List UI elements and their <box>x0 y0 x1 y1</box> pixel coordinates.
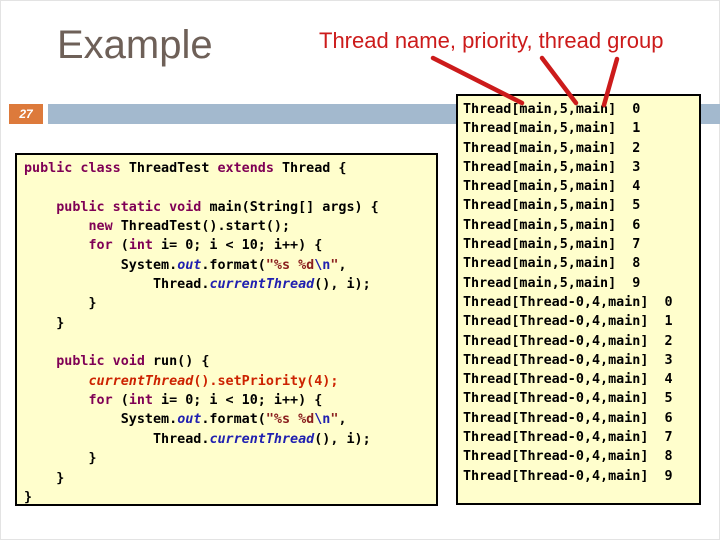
code-line: Thread.currentThread(), i); <box>24 277 371 293</box>
code-line: Thread.currentThread(), i); <box>24 431 371 447</box>
code-line: System.out.format("%s %d\n", <box>24 257 347 273</box>
output-line: Thread[main,5,main] 9 <box>463 275 641 291</box>
slide-title: Example <box>57 23 213 67</box>
output-line: Thread[Thread-0,4,main] 1 <box>463 314 673 330</box>
code-line: for (int i= 0; i < 10; i++) { <box>88 238 323 254</box>
code-line: public class ThreadTest extends Thread { <box>24 161 347 176</box>
code-line: } <box>24 451 97 467</box>
output-line: Thread[main,5,main] 5 <box>463 198 641 214</box>
output-line: Thread[main,5,main] 6 <box>463 217 641 233</box>
annotation-label: Thread name, priority, thread group <box>319 28 664 53</box>
output-line: Thread[main,5,main] 0 <box>463 102 641 117</box>
code-line: System.out.format("%s %d\n", <box>24 412 347 428</box>
output-line: Thread[Thread-0,4,main] 8 <box>463 449 673 465</box>
code-line: } <box>24 470 65 486</box>
code-line: new ThreadTest().start(); <box>88 219 291 235</box>
page-number: 27 <box>19 107 33 121</box>
output-line: Thread[Thread-0,4,main] 5 <box>463 391 673 407</box>
page-number-badge: 27 <box>9 104 43 124</box>
output-line: Thread[Thread-0,4,main] 4 <box>463 372 673 388</box>
output-line: Thread[main,5,main] 8 <box>463 256 641 272</box>
console-output-block: Thread[main,5,main] 0 Thread[main,5,main]… <box>456 94 701 505</box>
code-line: public void run() { <box>56 354 210 370</box>
output-line: Thread[main,5,main] 2 <box>463 140 641 156</box>
output-line: Thread[Thread-0,4,main] 2 <box>463 333 673 349</box>
output-line: Thread[Thread-0,4,main] 9 <box>463 468 673 484</box>
code-line <box>24 333 436 352</box>
code-line: } <box>24 489 33 505</box>
code-line: currentThread().setPriority(4); <box>88 373 339 389</box>
output-line: Thread[Thread-0,4,main] 0 <box>463 294 673 310</box>
code-block: public class ThreadTest extends Thread {… <box>15 153 438 506</box>
output-line: Thread[main,5,main] 7 <box>463 237 641 253</box>
output-line: Thread[Thread-0,4,main] 3 <box>463 352 673 368</box>
output-line: Thread[Thread-0,4,main] 6 <box>463 410 673 426</box>
output-line: Thread[main,5,main] 3 <box>463 159 641 175</box>
output-line: Thread[Thread-0,4,main] 7 <box>463 430 673 446</box>
output-line: Thread[main,5,main] 1 <box>463 121 641 137</box>
code-line: } <box>24 296 97 312</box>
code-line: for (int i= 0; i < 10; i++) { <box>88 393 323 409</box>
code-line <box>24 178 436 197</box>
code-line: public static void main(String[] args) { <box>56 199 379 215</box>
code-line: } <box>24 315 65 331</box>
output-line: Thread[main,5,main] 4 <box>463 179 641 195</box>
